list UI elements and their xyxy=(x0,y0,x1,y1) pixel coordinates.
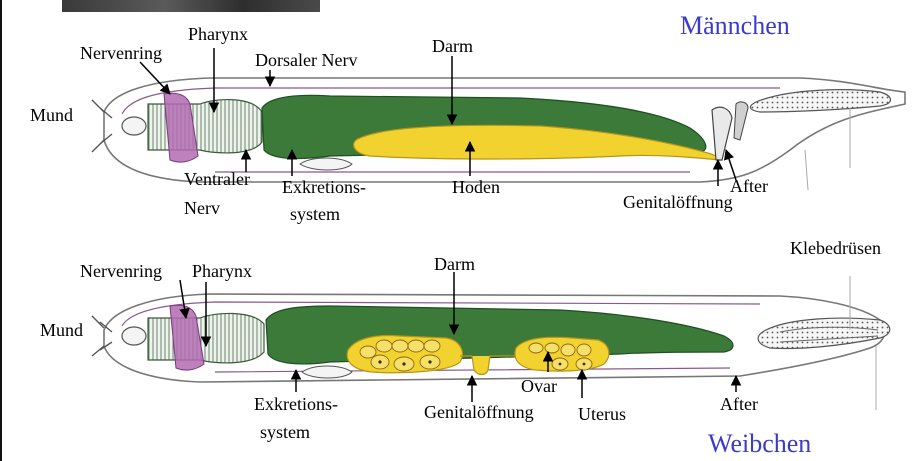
male-label-excretory-2: system xyxy=(290,204,340,224)
male-tail-line-2 xyxy=(805,150,808,190)
male-label-pharynx: Pharynx xyxy=(188,24,248,44)
male-label-nerve-ring: Nervenring xyxy=(80,43,162,63)
male-title: Männchen xyxy=(680,12,790,40)
female-label-pharynx: Pharynx xyxy=(192,261,252,281)
male-label-excretory-1: Exkretions- xyxy=(282,177,366,197)
female-label-excretory-1: Exkretions- xyxy=(254,394,338,414)
female-label-nerve-ring: Nervenring xyxy=(80,261,162,281)
female-label-genital-opening: Genitalöffnung xyxy=(424,402,534,422)
female-mouth-cavity xyxy=(122,327,146,345)
male-label-dorsal-nerve: Dorsaler Nerv xyxy=(255,50,357,70)
male-label-testis: Hoden xyxy=(452,177,500,197)
female-worm xyxy=(92,276,890,410)
female-label-ovary: Ovar xyxy=(521,376,557,396)
male-label-mouth: Mund xyxy=(30,105,73,125)
male-label-ventral-nerve-2: Nerv xyxy=(184,198,220,218)
female-label-excretory-2: system xyxy=(260,422,310,442)
female-label-anus: After xyxy=(720,394,758,414)
male-label-ventral-nerve-1: Ventraler xyxy=(184,169,250,189)
male-label-gut: Darm xyxy=(432,36,473,56)
female-label-uterus: Uterus xyxy=(578,404,626,424)
male-label-genital-opening: Genitalöffnung xyxy=(623,192,733,212)
female-label-mouth: Mund xyxy=(40,320,83,340)
female-label-gut: Darm xyxy=(434,254,475,274)
male-label-anus: After xyxy=(730,176,768,196)
female-label-adhesive-glands: Klebedrüsen xyxy=(790,238,881,258)
male-mouth-cavity xyxy=(122,117,146,135)
female-title: Weibchen xyxy=(708,430,811,458)
